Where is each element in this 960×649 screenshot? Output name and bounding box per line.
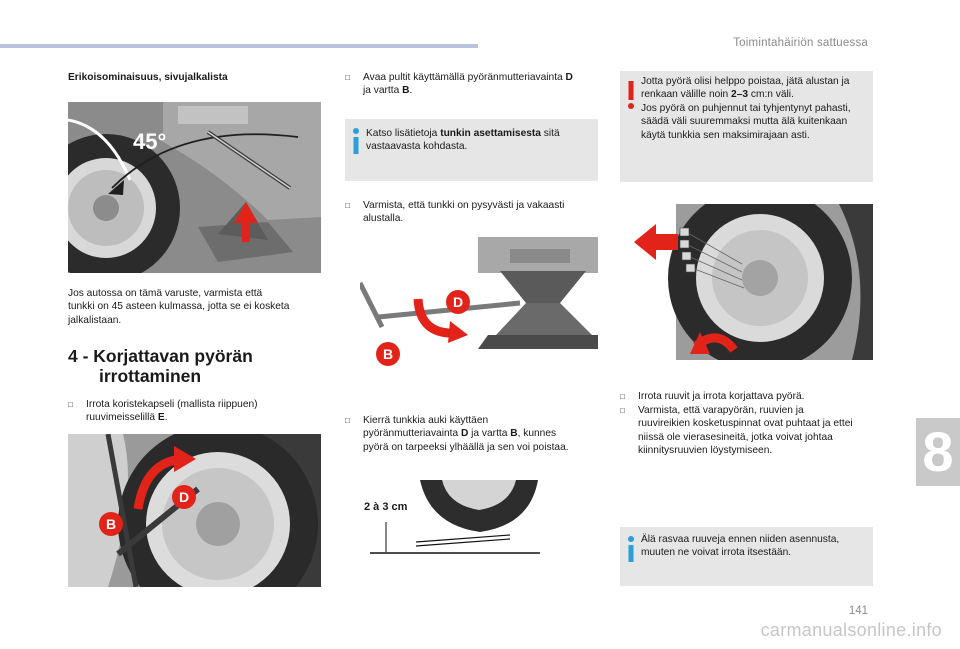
info-text-part: Katso lisätietoja xyxy=(366,128,441,139)
header-bar xyxy=(0,44,478,48)
warning-text-bold: 2–3 xyxy=(731,89,749,101)
info-text-part: sitä xyxy=(540,128,560,139)
step-text: pyörä on tarpeeksi ylhäällä ja sen voi p… xyxy=(363,441,569,453)
page-number: 141 xyxy=(848,605,868,617)
heading-line: 4 - Korjattavan pyörän xyxy=(68,346,253,366)
step-check-surfaces: □ Varmista, että varapyörän, ruuvien ja … xyxy=(620,404,875,458)
step-text: Avaa pultit käyttämällä pyöränmutteriava… xyxy=(345,71,600,84)
step-text-part: , kunnes xyxy=(517,428,557,440)
info-text: Älä rasvaa ruuveja ennen niiden asennust… xyxy=(641,533,867,560)
step-text: alustalla. xyxy=(363,213,404,225)
label-b-badge: B xyxy=(99,512,123,536)
warning-text-part: renkaan välille noin xyxy=(641,89,732,101)
heading-line: irrottaminen xyxy=(99,366,202,386)
info-box-grease: Älä rasvaa ruuveja ennen niiden asennust… xyxy=(620,527,873,586)
info-text-part: muuten ne voivat irrota itsestään. xyxy=(641,547,792,559)
figure-jack-angle: 45° xyxy=(68,102,321,273)
label-b: B xyxy=(402,85,410,97)
info-box-jack: Katso lisätietoja tunkin asettamisesta s… xyxy=(345,119,598,181)
square-bullet-icon: □ xyxy=(345,201,350,210)
step-text: ruuvimeisselillä E. xyxy=(68,411,321,424)
label-d-badge: D xyxy=(172,485,196,509)
label-e: E xyxy=(157,412,165,424)
step-remove-hubcap: □ Irrota koristekapseli (mallista riippu… xyxy=(68,398,321,425)
step-text-part: ja vartta xyxy=(363,85,403,97)
chapter-tab: 8 xyxy=(916,418,960,486)
para-line: tunkki on 45 asteen kulmassa, jotta se e… xyxy=(68,301,290,313)
step-remove-wheel: □ Irrota ruuvit ja irrota korjattava pyö… xyxy=(620,390,875,403)
step-text: ruuvireikien kosketuspinnat ovat puhtaat… xyxy=(638,418,853,430)
step-text: Irrota koristekapseli (mallista riippuen… xyxy=(86,399,258,410)
step-loosen-bolts: □ Avaa pultit käyttämällä pyöränmutteria… xyxy=(345,71,600,98)
step-text: Kierrä tunkkia auki käyttäen xyxy=(363,415,489,426)
watermark: carmanualsonline.info xyxy=(760,620,942,640)
figure-remove-bolts xyxy=(634,204,873,360)
step-text-part: . xyxy=(409,85,413,97)
warning-text-part: Jos pyörä on puhjennut tai tyhjentynyt p… xyxy=(641,102,851,114)
square-bullet-icon: □ xyxy=(620,406,625,415)
square-bullet-icon: □ xyxy=(620,392,625,401)
step-text-part: . xyxy=(164,412,168,424)
step-text: Varmista, että tunkki on pysyvästi ja va… xyxy=(363,200,565,211)
figure-jack-crank: D B xyxy=(360,237,598,381)
section-title: Toimintahäiriön sattuessa xyxy=(733,37,868,49)
step-text: niissä ole vierasesineitä, jotka voivat … xyxy=(638,431,833,443)
step-text-part: ja vartta xyxy=(468,428,511,440)
gap-label: 2 à 3 cm xyxy=(364,501,408,513)
warning-icon xyxy=(628,81,634,109)
info-text-part: vastaavasta kohdasta. xyxy=(366,141,468,153)
figure-wrench-on-wheel: D B xyxy=(68,434,321,587)
step-text: Varmista, että varapyörän, ruuvien ja xyxy=(638,405,804,416)
info-text: Katso lisätietoja tunkin asettamisesta s… xyxy=(366,127,592,154)
para-line: jalkalistaan. xyxy=(68,314,122,326)
angle-label: 45° xyxy=(133,129,167,154)
info-text-bold: tunkin asettamisesta xyxy=(440,128,541,139)
label-d: D xyxy=(565,72,573,83)
step-text: ja vartta B. xyxy=(345,84,600,97)
chapter-number: 8 xyxy=(922,420,954,483)
warning-text-part: Jotta pyörä olisi helppo poistaa, jätä a… xyxy=(641,76,850,87)
label-d: D xyxy=(460,428,469,440)
step-text: kiinnitysruuvien löystymiseen. xyxy=(638,445,773,457)
info-icon xyxy=(353,128,359,154)
step-text-part: ruuvimeisselillä xyxy=(86,412,158,424)
label-d-badge: D xyxy=(446,290,470,314)
warning-text: Jotta pyörä olisi helppo poistaa, jätä a… xyxy=(641,75,867,142)
section-heading: 4 - Korjattavan pyörän irrottaminen xyxy=(68,346,253,386)
figure-wheel-clearance: 2 à 3 cm xyxy=(360,480,550,560)
subheading: Erikoisominaisuus, sivujalkalista xyxy=(68,72,228,83)
step-text-part: pyöränmutteriavainta xyxy=(363,428,461,440)
square-bullet-icon: □ xyxy=(68,400,73,409)
square-bullet-icon: □ xyxy=(345,73,350,82)
label-b: B xyxy=(510,428,518,440)
warning-text-part: säädä väli suuremmaksi mutta älä kuitenk… xyxy=(641,116,848,128)
step-text: Irrota ruuvit ja irrota korjattava pyörä… xyxy=(638,391,805,402)
label-b-badge: B xyxy=(376,342,400,366)
para-line: Jos autossa on tämä varuste, varmista et… xyxy=(68,288,263,299)
info-icon xyxy=(628,536,634,562)
warning-box: Jotta pyörä olisi helppo poistaa, jätä a… xyxy=(620,71,873,182)
step-text-part: Avaa pultit käyttämällä pyöränmutteriava… xyxy=(363,72,566,83)
step-raise-wheel: □ Kierrä tunkkia auki käyttäen pyöränmut… xyxy=(345,414,600,454)
warning-text-part: cm:n väli. xyxy=(748,89,794,101)
square-bullet-icon: □ xyxy=(345,416,350,425)
paragraph-45-degree: Jos autossa on tämä varuste, varmista et… xyxy=(68,287,289,327)
info-text-part: Älä rasvaa ruuveja ennen niiden asennust… xyxy=(641,534,840,545)
warning-text-part: käytä tunkkia sen maksimirajaan asti. xyxy=(641,129,810,141)
step-text: pyöränmutteriavainta D ja vartta B, kunn… xyxy=(345,427,600,440)
step-jack-stable: □ Varmista, että tunkki on pysyvästi ja … xyxy=(345,199,600,226)
